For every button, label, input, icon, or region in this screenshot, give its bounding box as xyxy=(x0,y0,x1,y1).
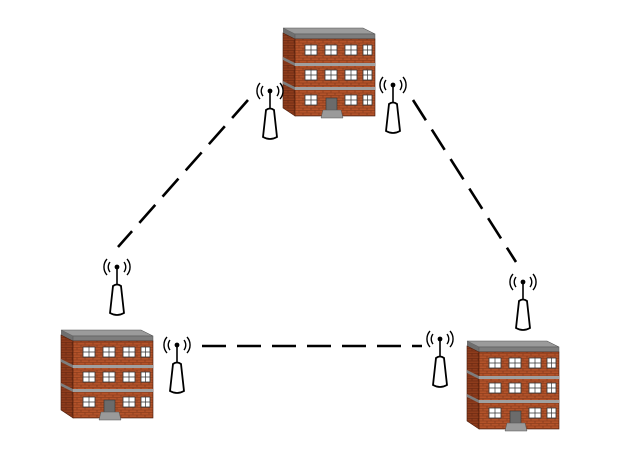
office-building-icon xyxy=(60,329,154,421)
wireless-antenna-icon xyxy=(163,336,191,394)
wireless-antenna-icon xyxy=(379,76,407,134)
wireless-antenna-icon xyxy=(426,330,454,388)
wireless-antenna-icon xyxy=(103,258,131,316)
links xyxy=(117,99,518,348)
link-top-right xyxy=(411,99,518,263)
link-top-left xyxy=(117,99,249,248)
wireless-antenna-icon xyxy=(256,82,284,140)
office-building-icon xyxy=(282,27,376,119)
office-building-icon xyxy=(466,340,560,432)
wireless-antenna-icon xyxy=(509,273,537,331)
